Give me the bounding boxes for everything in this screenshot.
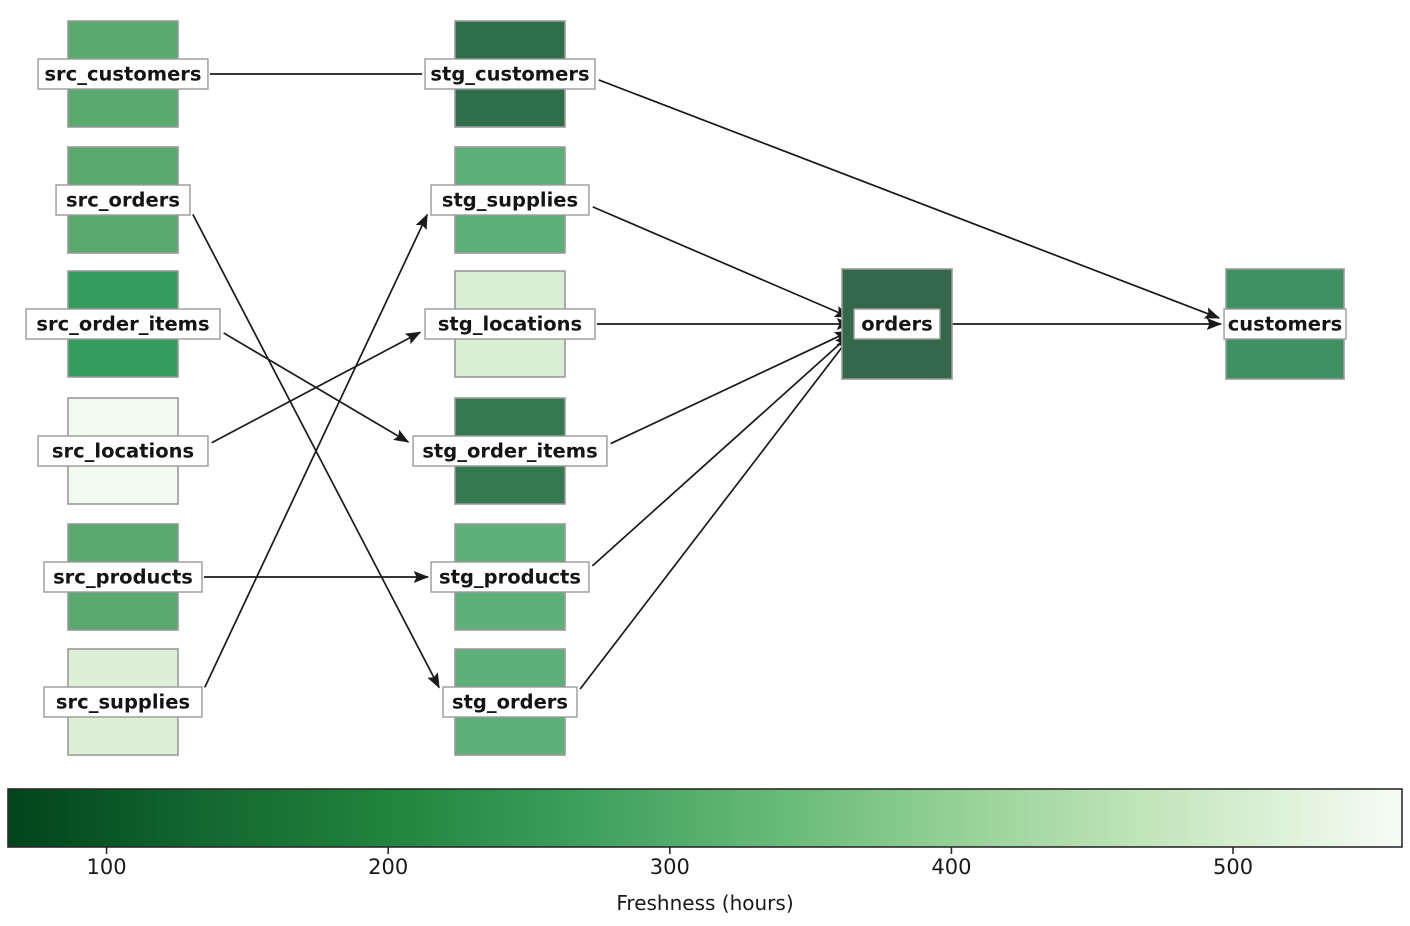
node-label-text: customers — [1228, 313, 1343, 336]
colorbar-tick-label: 400 — [931, 855, 971, 879]
node-label-box — [424, 58, 596, 90]
node-label-box — [37, 435, 209, 467]
node-label-text: src_locations — [52, 440, 194, 463]
edge-stg_customers-to-customers — [598, 79, 1221, 319]
node-label-text: src_customers — [44, 63, 201, 86]
edge-stg_supplies-to-orders — [592, 206, 851, 318]
node-label-box — [442, 686, 578, 718]
node-labels-layer: src_customers src_orders src_order_itemssr… — [25, 58, 1347, 718]
node-label-box — [430, 184, 590, 216]
node-label-stg_products[interactable]: stg_products — [430, 561, 590, 593]
edge-src_locations-to-stg_locations — [211, 331, 422, 444]
node-label-text: stg_products — [439, 566, 581, 589]
colorbar-gradient-bar — [8, 789, 1402, 847]
edge-src_supplies-to-stg_supplies — [204, 213, 428, 688]
node-label-src_locations[interactable]: src_locations — [37, 435, 209, 467]
node-label-text: stg_supplies — [442, 189, 578, 212]
edge-stg_products-to-orders — [591, 334, 851, 567]
node-label-box — [43, 686, 203, 718]
colorbar-tick-label: 200 — [368, 855, 408, 879]
node-label-box — [853, 308, 941, 340]
node-label-src_order_items[interactable]: src_order_items — [25, 308, 221, 340]
node-label-text: src_products — [53, 566, 193, 589]
edges-layer — [192, 73, 1223, 690]
node-label-customers[interactable]: customers — [1223, 308, 1347, 340]
node-label-stg_locations[interactable]: stg_locations — [424, 308, 596, 340]
node-label-box — [412, 435, 608, 467]
colorbar-tick-label: 500 — [1213, 855, 1253, 879]
node-label-src_customers[interactable]: src_customers — [37, 58, 209, 90]
colorbar-frame — [7, 788, 1403, 848]
node-label-stg_order_items[interactable]: stg_order_items — [412, 435, 608, 467]
node-label-text: stg_orders — [452, 691, 568, 714]
node-label-src_orders[interactable]: src_orders — [55, 184, 191, 216]
node-label-box — [25, 308, 221, 340]
node-label-box — [424, 308, 596, 340]
node-label-stg_orders[interactable]: stg_orders — [442, 686, 578, 718]
colorbar-tick-label: 100 — [87, 855, 127, 879]
node-label-box — [43, 561, 203, 593]
node-label-box — [55, 184, 191, 216]
node-label-stg_customers[interactable]: stg_customers — [424, 58, 596, 90]
node-label-text: orders — [861, 313, 932, 336]
node-label-text: src_supplies — [56, 691, 190, 714]
node-label-text: stg_order_items — [422, 440, 597, 463]
edge-stg_order_items-to-orders — [610, 330, 851, 445]
node-label-box — [37, 58, 209, 90]
node-label-stg_supplies[interactable]: stg_supplies — [430, 184, 590, 216]
nodes-layer — [67, 20, 1345, 756]
colorbar-tick-label: 300 — [650, 855, 690, 879]
node-label-box — [1223, 308, 1347, 340]
node-label-text: stg_customers — [430, 63, 589, 86]
edge-stg_orders-to-orders — [579, 336, 851, 690]
node-label-text: src_order_items — [36, 313, 209, 336]
node-label-text: src_orders — [66, 189, 180, 212]
node-label-box — [430, 561, 590, 593]
node-label-text: stg_locations — [438, 313, 582, 336]
node-label-orders[interactable]: orders — [853, 308, 941, 340]
node-label-src_supplies[interactable]: src_supplies — [43, 686, 203, 718]
node-label-src_products[interactable]: src_products — [43, 561, 203, 593]
colorbar-axis-label: Freshness (hours) — [616, 891, 793, 915]
